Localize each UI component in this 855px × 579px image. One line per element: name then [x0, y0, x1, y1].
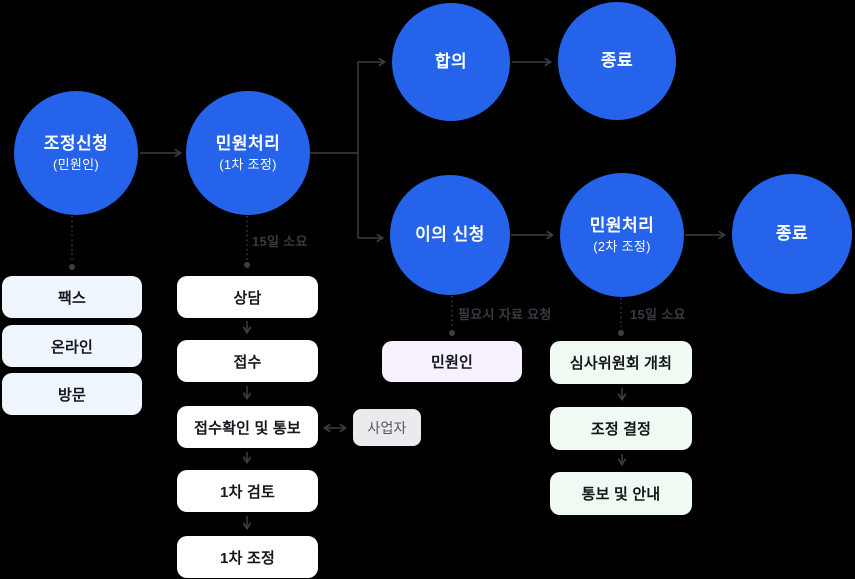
step-label: 조정 결정	[590, 421, 652, 438]
node-agreement: 합의	[392, 3, 510, 121]
data-request-note: 필요시 자료 요청	[458, 307, 552, 322]
step-label: 통보 및 안내	[581, 486, 661, 503]
step-label: 상담	[233, 289, 262, 307]
step-box-first-review: 1차 검토	[177, 470, 318, 512]
node-mediation-apply: 조정신청 (민원인)	[14, 91, 138, 215]
node-label: 이의 신청	[415, 225, 485, 245]
step-label: 접수	[233, 353, 262, 371]
node-label: 종료	[775, 224, 809, 244]
step-box-counsel: 상담	[177, 276, 318, 318]
step-box-committee: 심사위원회 개최	[550, 341, 692, 384]
node-label: 조정신청	[43, 134, 109, 154]
node-sublabel: (1차 조정)	[219, 156, 277, 172]
node-sublabel: (2차 조정)	[593, 238, 651, 254]
channel-label: 방문	[57, 386, 86, 404]
step-label: 심사위원회 개최	[569, 355, 673, 372]
node-label: 종료	[600, 51, 634, 71]
duration-note-first: 15일 소요	[252, 234, 308, 249]
business-box: 사업자	[353, 409, 421, 446]
step-box-notice-guide: 통보 및 안내	[550, 472, 692, 515]
step-box-confirm-notify: 접수확인 및 통보	[177, 406, 318, 448]
dot-end-complainant	[449, 330, 455, 336]
node-label: 민원처리	[215, 134, 281, 154]
channel-box-online: 온라인	[2, 325, 142, 367]
complainant-label: 민원인	[430, 354, 473, 371]
channel-label: 팩스	[57, 289, 86, 307]
node-complaint-process-2nd: 민원처리 (2차 조정)	[560, 173, 684, 297]
step-box-reception: 접수	[177, 340, 318, 382]
step-label: 1차 검토	[220, 483, 275, 501]
channel-box-fax: 팩스	[2, 276, 142, 318]
node-sublabel: (민원인)	[52, 156, 100, 172]
step-label: 1차 조정	[220, 549, 275, 567]
complainant-box: 민원인	[382, 341, 522, 382]
node-objection: 이의 신청	[390, 175, 510, 295]
dot-end-committee	[618, 330, 624, 336]
channel-box-visit: 방문	[2, 373, 142, 415]
dot-end-channels	[69, 264, 75, 270]
channel-label: 온라인	[50, 338, 93, 356]
business-label: 사업자	[367, 419, 407, 436]
step-label: 접수확인 및 통보	[194, 419, 301, 437]
node-complaint-process-1st: 민원처리 (1차 조정)	[186, 91, 310, 215]
step-box-first-mediation: 1차 조정	[177, 536, 318, 578]
step-box-decision: 조정 결정	[550, 407, 692, 450]
node-label: 합의	[434, 52, 468, 72]
node-end-top: 종료	[558, 2, 676, 120]
node-label: 민원처리	[589, 216, 655, 236]
duration-note-second: 15일 소요	[630, 307, 686, 322]
node-end-bottom: 종료	[732, 174, 852, 294]
dot-end-steps	[244, 262, 250, 268]
